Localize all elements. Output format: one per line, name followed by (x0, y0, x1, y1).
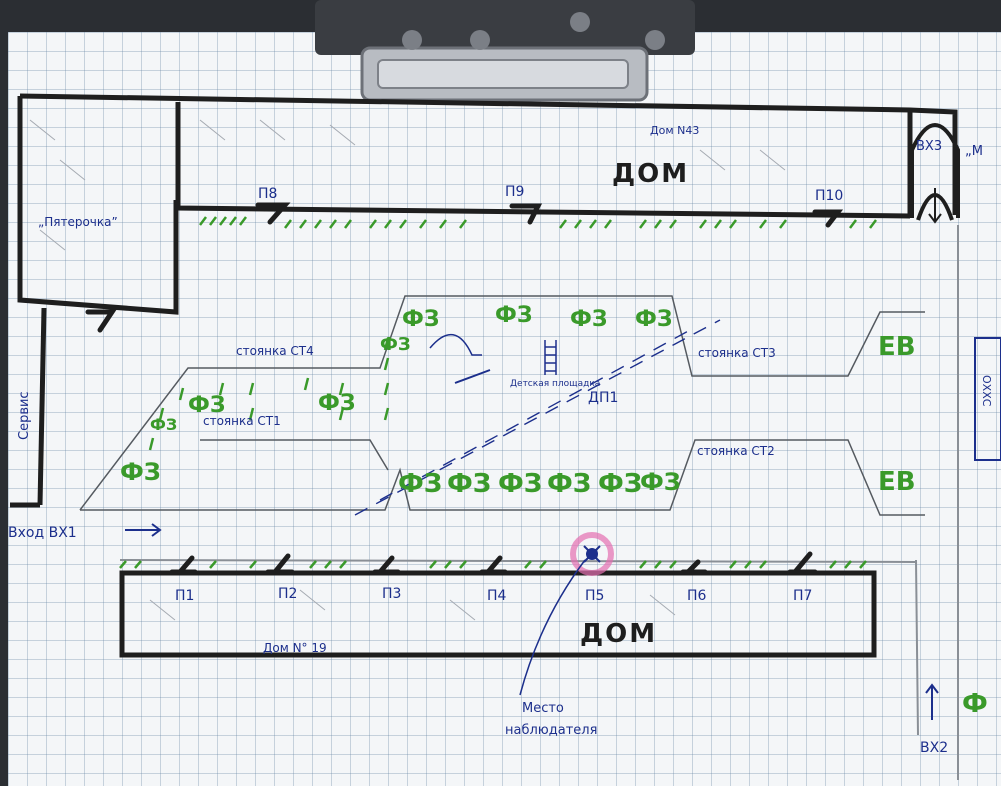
tree-13: ФЗ (640, 468, 681, 496)
parking-st2: стоянка СТ2 (697, 444, 775, 458)
tree-3: ФЗ (570, 307, 607, 332)
playground-icon (429, 333, 557, 375)
right-service-box (974, 337, 1001, 461)
tree-f-corner: Ф (962, 689, 988, 719)
building-top-label: ДОМ (612, 159, 689, 189)
porch-p5: П5 (585, 588, 604, 604)
porch-p10: П10 (815, 188, 843, 204)
porch-p4: П4 (487, 588, 507, 604)
playground-code: ДП1 (588, 390, 618, 406)
tree-8: ФЗ (398, 469, 442, 499)
porch-p3: П3 (382, 586, 401, 602)
parking-st3: стоянка СТ3 (698, 346, 776, 360)
observer-label-line1: Место (522, 701, 564, 716)
playground-label: Детская площадка (510, 379, 600, 389)
building-top-number: Дом N43 (650, 124, 699, 137)
tree-10: ФЗ (498, 469, 542, 499)
entrance-vx2: ВХ2 (920, 740, 948, 756)
observer-label: Место наблюдателя (505, 701, 597, 738)
porch-labels-top: П8 П9 П10 (258, 184, 843, 204)
observer-label-line2: наблюдателя (505, 723, 597, 738)
grid-paper (8, 32, 1001, 786)
tree-7: ФЗ (120, 458, 161, 486)
porch-labels-bottom: П1 П2 П3 П4 П5 П6 П7 (175, 586, 812, 604)
tree-ev-2: ЕВ (878, 467, 916, 497)
side-label-right: ОХХС (980, 375, 993, 407)
tree-12: ФЗ (598, 469, 642, 499)
tree-15: ФЗ (150, 415, 177, 434)
building-bottom-number: Дом N° 19 (263, 641, 327, 655)
clipboard-clip-icon (315, 0, 695, 102)
sight-lines (354, 319, 721, 516)
tree-11: ФЗ (547, 469, 591, 499)
tree-5: ФЗ (188, 393, 225, 418)
side-label-left: Сервис (17, 391, 32, 440)
tree-14: ФЗ (380, 334, 411, 355)
porch-p2: П2 (278, 586, 297, 602)
grass-strips (119, 216, 877, 569)
porch-p1: П1 (175, 588, 194, 604)
entrance-vx1: Вход ВХ1 (8, 525, 77, 541)
hatch-lines (29, 119, 786, 621)
side-label-top-right: „М (965, 144, 983, 159)
porch-p7: П7 (793, 588, 812, 604)
parking-st4: стоянка СТ4 (236, 344, 314, 358)
porch-markers (85, 202, 844, 575)
tree-9: ФЗ (447, 469, 491, 499)
tree-labels: ФЗ ФЗ ФЗ ФЗ ФЗ ФЗ ФЗ ФЗ ФЗ ФЗ ФЗ ФЗ ФЗ Ф… (120, 303, 988, 719)
tree-6: ФЗ (318, 391, 355, 416)
parking-outlines (79, 295, 925, 516)
parking-st1: стоянка СТ1 (203, 414, 281, 428)
building-bottom-label: ДОМ (580, 619, 657, 649)
entrance-vx3: ВХ3 (916, 139, 942, 154)
tree-4: ФЗ (635, 307, 672, 332)
tree-ev-1: ЕВ (878, 332, 916, 362)
tree-2: ФЗ (495, 303, 532, 328)
store-label: „Пятерочка” (38, 215, 118, 229)
building-bottom (119, 570, 877, 658)
tree-1: ФЗ (402, 307, 439, 332)
observer-point (519, 532, 614, 696)
entrance-arrows (125, 188, 942, 720)
porch-p6: П6 (687, 588, 707, 604)
store-box (10, 96, 179, 508)
porch-p8: П8 (258, 186, 277, 202)
porch-p9: П9 (505, 184, 524, 200)
right-road (119, 225, 959, 780)
